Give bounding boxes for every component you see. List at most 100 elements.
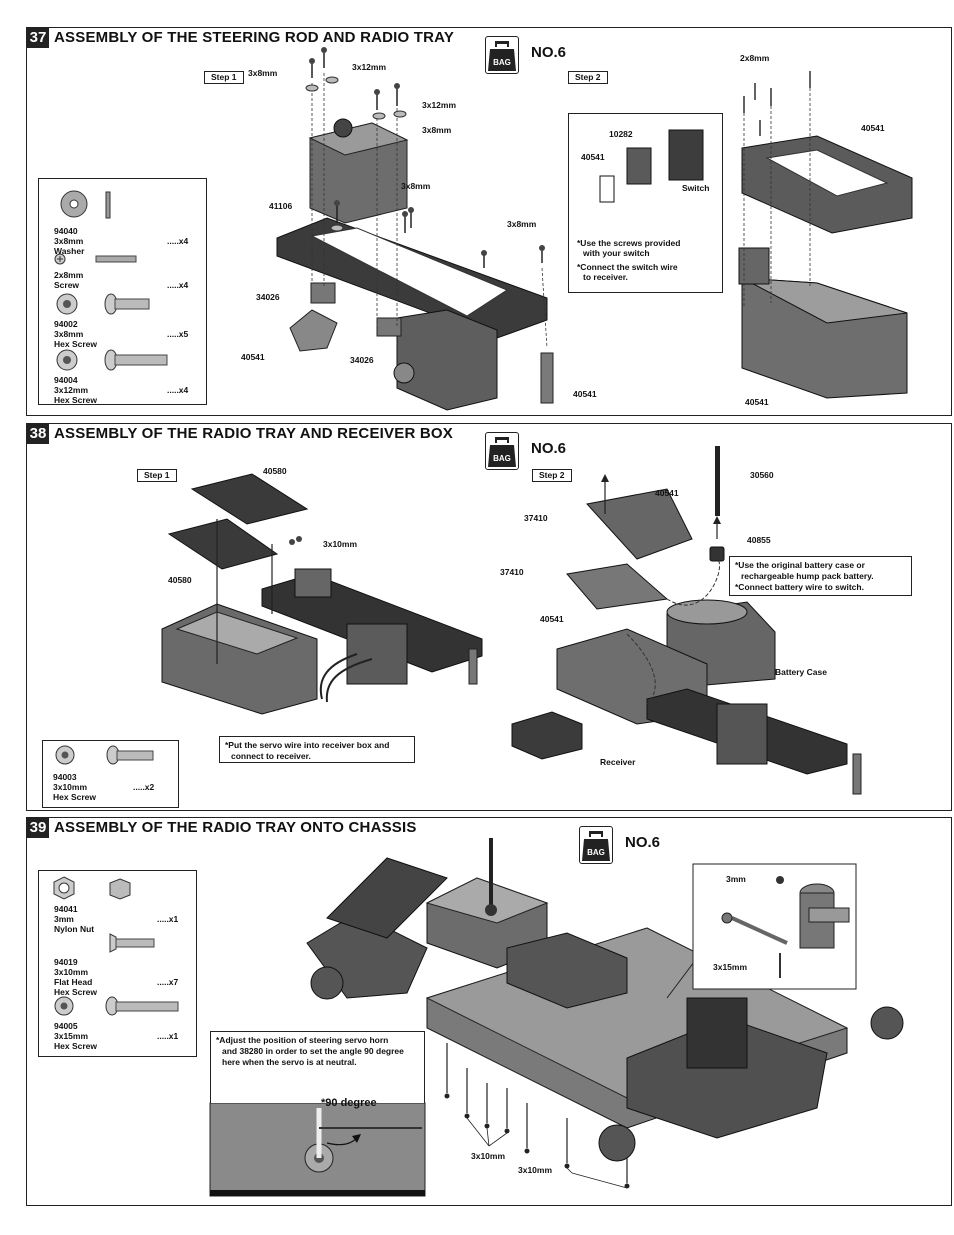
parts-list-37: 94040 3x8mm Washer .....x4 2x8mm Screw .… bbox=[38, 178, 207, 405]
hex-screw-icon bbox=[54, 996, 179, 1016]
callout-label: 3x10mm bbox=[323, 539, 358, 549]
part-name: Hex Screw bbox=[54, 339, 97, 349]
part-qty: .....x2 bbox=[133, 782, 155, 792]
switch-note: with your switch bbox=[583, 248, 650, 258]
section-38: 38 ASSEMBLY OF THE RADIO TRAY AND RECEIV… bbox=[26, 423, 952, 811]
part-number: 94040 bbox=[54, 226, 78, 236]
callout-label: 40541 bbox=[861, 123, 885, 133]
bag-label: BAG bbox=[493, 58, 511, 67]
bag-label: BAG bbox=[587, 848, 605, 857]
step1-label: Step 1 bbox=[204, 71, 244, 84]
part-name: Washer bbox=[54, 246, 85, 256]
note-line: *Adjust the position of steering servo h… bbox=[216, 1035, 389, 1045]
callout-label: 40541 bbox=[540, 614, 564, 624]
section-39: 39 ASSEMBLY OF THE RADIO TRAY ONTO CHASS… bbox=[26, 817, 952, 1206]
bag-number: NO.6 bbox=[625, 834, 661, 851]
callout-label: Receiver bbox=[600, 757, 636, 767]
callout-label: 34026 bbox=[256, 292, 280, 302]
callout-label: 3x10mm bbox=[518, 1165, 553, 1175]
part-number: 94019 bbox=[54, 957, 78, 967]
part-name: Hex Screw bbox=[54, 395, 97, 405]
part-size: 3x8mm bbox=[54, 236, 84, 246]
part-number: 94041 bbox=[54, 904, 78, 914]
servo-angle-note: *Adjust the position of steering servo h… bbox=[210, 1031, 425, 1103]
part-qty: .....x5 bbox=[167, 329, 189, 339]
section-title-39: ASSEMBLY OF THE RADIO TRAY ONTO CHASSIS bbox=[54, 819, 417, 836]
callout-label: 10282 bbox=[609, 129, 633, 139]
callout-label: 40541 bbox=[241, 352, 265, 362]
part-size: 3x8mm bbox=[54, 329, 84, 339]
part-qty: .....x1 bbox=[157, 1031, 179, 1041]
steering-rod-diagram bbox=[276, 47, 913, 411]
switch-note: *Use the screws provided bbox=[577, 238, 681, 248]
part-size: 3x10mm bbox=[53, 782, 88, 792]
part-name: Hex Screw bbox=[54, 987, 97, 997]
part-size: 3x15mm bbox=[54, 1031, 89, 1041]
note-line: rechargeable hump pack battery. bbox=[741, 571, 874, 581]
part-qty: .....x4 bbox=[167, 280, 189, 290]
part-number: 94002 bbox=[54, 319, 78, 329]
bag-number: NO.6 bbox=[531, 44, 567, 61]
callout-label: 40541 bbox=[573, 389, 597, 399]
callout-label: 34026 bbox=[350, 355, 374, 365]
part-size: 3mm bbox=[54, 914, 74, 924]
callout-label: 41106 bbox=[269, 201, 293, 211]
part-size: 3x10mm bbox=[54, 967, 89, 977]
battery-note: *Use the original battery case or rechar… bbox=[729, 556, 912, 596]
servo-wire-note: *Put the servo wire into receiver box an… bbox=[219, 736, 415, 763]
callout-label: 40541 bbox=[655, 488, 679, 498]
bag-icon: BAG bbox=[579, 826, 613, 864]
callout-label: 37410 bbox=[500, 567, 524, 577]
part-number: 94004 bbox=[54, 375, 78, 385]
step2-label: Step 2 bbox=[568, 71, 608, 84]
part-size: 2x8mm bbox=[54, 270, 84, 280]
parts-list-39: 94041 3mm Nylon Nut .....x1 94019 3x10mm… bbox=[38, 870, 197, 1057]
part-name: Nylon Nut bbox=[54, 924, 95, 934]
bag-icon: BAG bbox=[485, 432, 519, 470]
callout-label: 3x8mm bbox=[401, 181, 431, 191]
step2-label: Step 2 bbox=[532, 469, 572, 482]
note-line: connect to receiver. bbox=[231, 751, 311, 761]
part-number: 94003 bbox=[53, 772, 77, 782]
callout-label: 3x8mm bbox=[422, 125, 452, 135]
part-name: Screw bbox=[54, 280, 80, 290]
callout-label: 3x8mm bbox=[507, 219, 537, 229]
receiver-box-diagram bbox=[161, 446, 862, 795]
hex-screw-icon bbox=[55, 745, 154, 765]
note-line: *Put the servo wire into receiver box an… bbox=[225, 740, 390, 750]
degree-label: *90 degree bbox=[321, 1097, 377, 1109]
part-name: Flat Head bbox=[54, 977, 93, 987]
note-line: here when the servo is at neutral. bbox=[222, 1057, 357, 1067]
section-title-37: ASSEMBLY OF THE STEERING ROD AND RADIO T… bbox=[54, 29, 455, 46]
section-37: 37 ASSEMBLY OF THE STEERING ROD AND RADI… bbox=[26, 27, 952, 416]
part-qty: .....x7 bbox=[157, 977, 179, 987]
part-name: Hex Screw bbox=[54, 1041, 97, 1051]
step1-label: Step 1 bbox=[137, 469, 177, 482]
callout-label: 3mm bbox=[726, 874, 746, 884]
part-number: 94005 bbox=[54, 1021, 78, 1031]
callout-label: Battery Case bbox=[775, 667, 827, 677]
callout-label: 3x8mm bbox=[248, 68, 278, 78]
chassis-diagram bbox=[209, 838, 904, 1197]
bag-label: BAG bbox=[493, 454, 511, 463]
callout-label: 40580 bbox=[168, 575, 192, 585]
hex-screw-icon bbox=[56, 293, 150, 315]
part-qty: .....x4 bbox=[167, 236, 189, 246]
part-qty: .....x4 bbox=[167, 385, 189, 395]
bag-number: NO.6 bbox=[531, 440, 567, 457]
step-number-38: 38 bbox=[27, 424, 49, 444]
parts-list-38: 94003 3x10mm Hex Screw .....x2 bbox=[42, 740, 179, 808]
switch-note: *Connect the switch wire bbox=[577, 262, 678, 272]
screw-icon bbox=[54, 253, 137, 265]
callout-label: 2x8mm bbox=[740, 53, 770, 63]
callout-label: 30560 bbox=[750, 470, 774, 480]
callout-label: 40580 bbox=[263, 466, 287, 476]
nylon-nut-icon bbox=[53, 876, 131, 900]
callout-label: 3x12mm bbox=[352, 62, 387, 72]
hex-screw-long-icon bbox=[56, 349, 168, 371]
bag-icon: BAG bbox=[485, 36, 519, 74]
part-qty: .....x1 bbox=[157, 914, 179, 924]
part-name: Hex Screw bbox=[53, 792, 96, 802]
note-line: *Connect battery wire to switch. bbox=[735, 582, 864, 592]
flat-head-screw-icon bbox=[109, 933, 155, 953]
